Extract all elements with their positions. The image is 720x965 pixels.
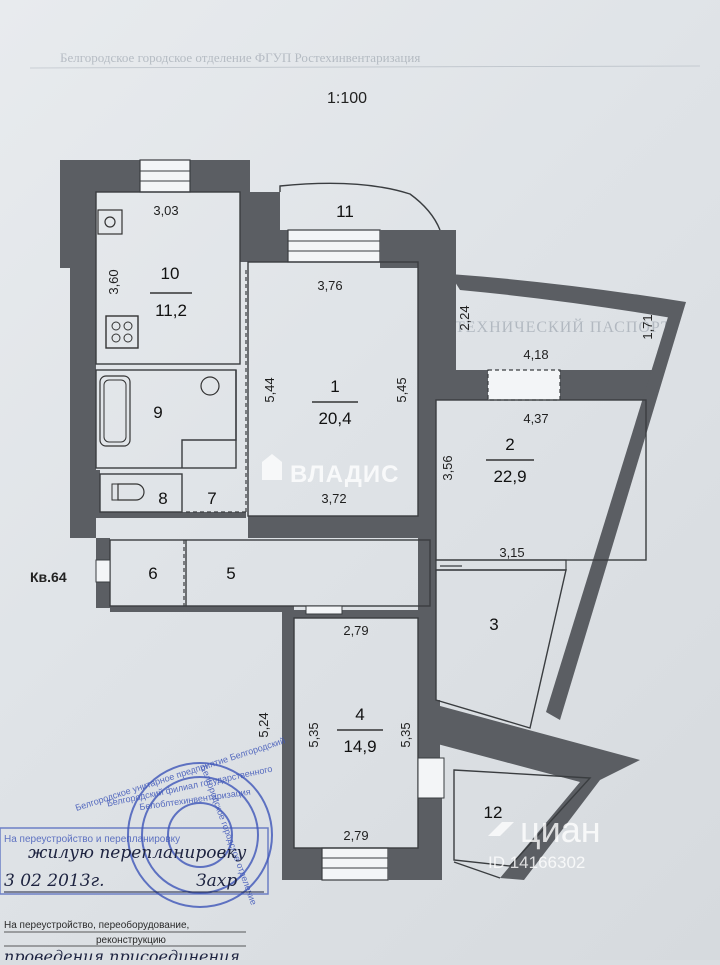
scale-label: 1:100 (327, 90, 367, 107)
vladis-watermark-text: ВЛАДИС (290, 461, 399, 488)
apartment-label: Кв.64 (30, 569, 67, 585)
wall-segment (450, 274, 686, 318)
stove-icon (105, 315, 139, 349)
room-2-area: 22,9 (493, 467, 526, 486)
sink-icon (97, 209, 123, 235)
dim-label: 3,76 (317, 278, 342, 293)
wall-segment (560, 370, 656, 400)
wall-segment (418, 370, 490, 400)
wall-segment (546, 302, 686, 720)
handwritten-date: 3 02 2013г. (4, 871, 105, 891)
dim-label: 4,37 (523, 411, 548, 426)
vladis-watermark: ВЛАДИС (262, 454, 399, 488)
wall-segment (282, 606, 294, 880)
wall-segment (418, 262, 456, 374)
faint-section-title: ТЕХНИЧЕСКИЙ ПАСПОРТ (455, 317, 672, 336)
dim-label: 3,56 (440, 455, 455, 480)
faint-header-text: Белгородское городское отделение ФГУП Ро… (60, 50, 420, 65)
room-11-number: 11 (336, 202, 354, 221)
room-1-area: 20,4 (318, 409, 351, 428)
dim-label: 3,60 (106, 269, 121, 294)
room-4-number: 4 (355, 705, 364, 724)
washbasin-icon (200, 376, 220, 396)
dim-label: 5,24 (256, 712, 271, 737)
dim-label: 5,45 (394, 377, 409, 402)
dim-label: 5,44 (262, 377, 277, 402)
wall-segment (418, 700, 440, 758)
room-6-number: 6 (148, 564, 157, 583)
toilet-icon (117, 483, 145, 501)
room-4-area: 14,9 (343, 737, 376, 756)
wall-segment (418, 400, 436, 710)
room-7-number: 7 (207, 489, 216, 508)
wall-segment (280, 230, 290, 262)
room-12-number: 12 (484, 803, 503, 822)
approval-box-title: На переустройство и перепланировку (4, 834, 180, 845)
cian-watermark: циан ID 14166302 (488, 809, 601, 872)
wall-segment (248, 516, 436, 538)
cian-id-text: ID 14166302 (488, 853, 585, 872)
room-10-area: 11,2 (155, 301, 187, 320)
wall-segment (60, 160, 96, 268)
dim-label: 5,35 (398, 722, 413, 747)
official-stamp: Белгородское унитарное предприятие Белго… (74, 735, 286, 908)
room-9-number: 9 (153, 403, 162, 422)
dim-label: 2,79 (343, 828, 368, 843)
wall-segment (70, 470, 100, 514)
dim-label: 3,15 (499, 545, 524, 560)
dim-label: 2,24 (457, 305, 472, 330)
wall-segment (282, 848, 322, 880)
wall-segment (110, 606, 288, 612)
room-5-number: 5 (226, 564, 235, 583)
wall-segment (418, 700, 640, 880)
room-8-number: 8 (158, 489, 167, 508)
cian-watermark-text: циан (520, 809, 601, 850)
approval-box (0, 827, 269, 895)
dim-label: 5,35 (306, 722, 321, 747)
wall-segment (388, 848, 442, 880)
wall-segment (96, 512, 246, 518)
dim-label: 2,79 (343, 623, 368, 638)
form-line-3: проведения присоединения (4, 947, 240, 960)
room-2-number: 2 (505, 435, 514, 454)
dim-label: 3,72 (321, 491, 346, 506)
form-line-2: реконструкцию (96, 935, 166, 946)
handwritten-signature: Захр (196, 871, 237, 891)
dim-label: 4,18 (523, 347, 548, 362)
wall-segment (190, 160, 250, 192)
form-line-1: На переустройство, переоборудование, (4, 919, 189, 931)
wall-segment (240, 192, 280, 262)
dim-label: 1,71 (640, 314, 655, 339)
room-10-number: 10 (161, 264, 180, 283)
dim-label: 3,03 (153, 203, 178, 218)
handwritten-approval: жилую перепланировку (28, 843, 246, 863)
room-3-number: 3 (489, 615, 498, 634)
cian-logo-icon (488, 822, 514, 836)
house-icon (262, 454, 282, 480)
room-1-number: 1 (330, 377, 339, 396)
bathtub-icon (99, 375, 131, 447)
